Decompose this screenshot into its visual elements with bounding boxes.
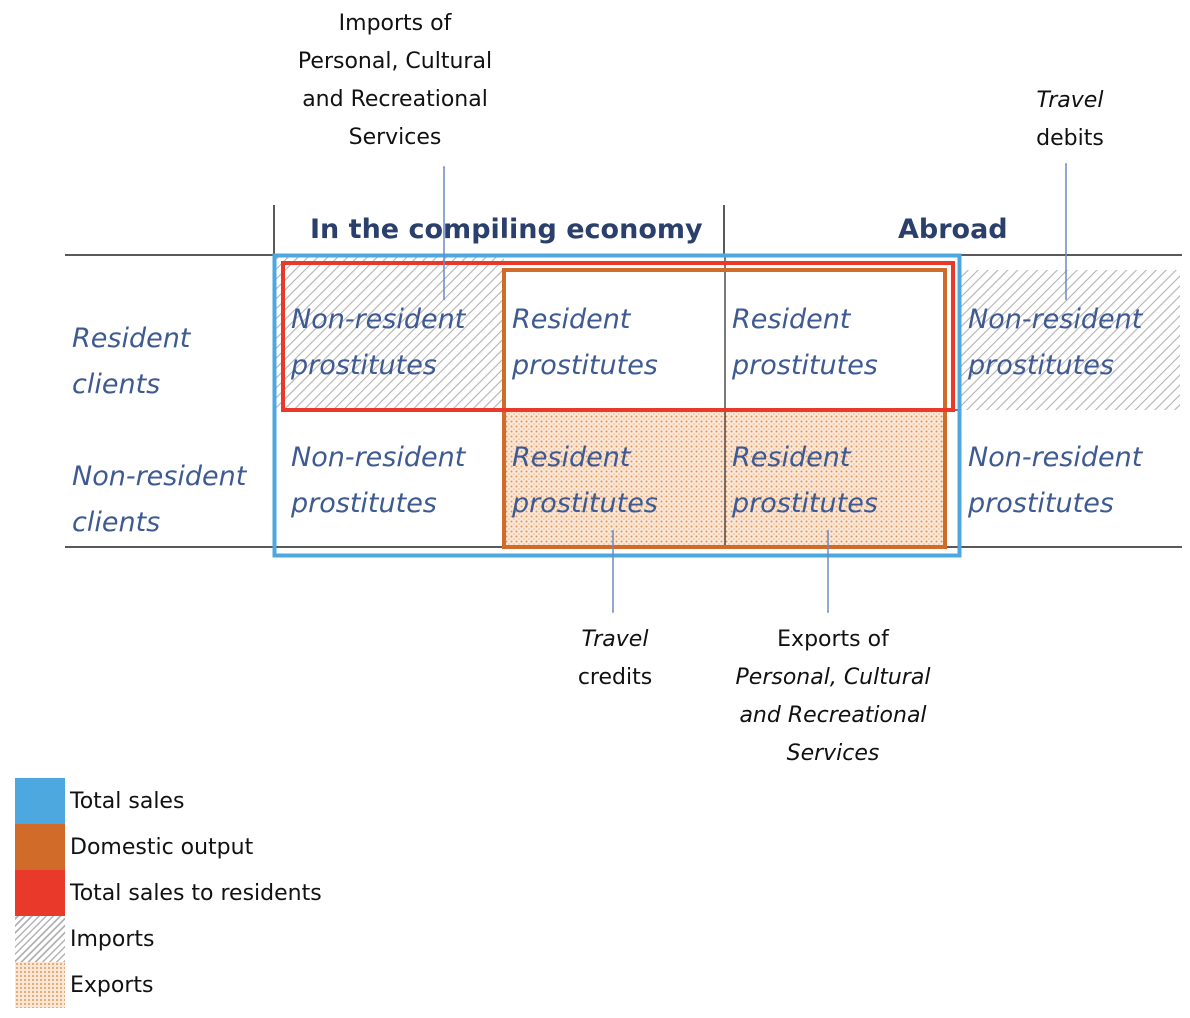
legend-swatch-exports	[15, 962, 65, 1008]
legend-label-imports: Imports	[70, 927, 155, 952]
cell-nonresident-clients-resident-domestic: Resident prostitutes	[512, 442, 658, 519]
legend-label-total-sales: Total sales	[70, 789, 185, 814]
cell-resident-clients-resident-domestic: Resident prostitutes	[512, 304, 658, 381]
legend-label-total-sales-residents: Total sales to residents	[70, 881, 322, 906]
cell-resident-clients-nonresident-domestic: Non-resident prostitutes	[291, 304, 466, 381]
row-label-nonresident-clients: Non-resident clients	[72, 461, 247, 538]
imports-fill-r1c1	[275, 256, 504, 410]
legend-swatch-imports	[15, 916, 65, 962]
exports-fill-r2c2	[504, 412, 725, 547]
cell-resident-clients-nonresident-abroad: Non-resident prostitutes	[968, 304, 1143, 381]
legend-label-domestic-output: Domestic output	[70, 835, 254, 860]
annotation-exports-pcr: Exports of Personal, Cultural and Recrea…	[735, 627, 931, 766]
cell-resident-clients-resident-abroad: Resident prostitutes	[732, 304, 878, 381]
legend-swatch-total-sales-residents	[15, 870, 65, 916]
column-header-compiling: In the compiling economy	[310, 214, 703, 245]
cell-nonresident-clients-resident-abroad: Resident prostitutes	[732, 442, 878, 519]
legend-label-exports: Exports	[70, 973, 154, 998]
imports-fill-r1c4	[960, 270, 1180, 410]
legend-swatch-total-sales	[15, 778, 65, 824]
annotation-travel-credits: Travel credits	[577, 627, 653, 690]
annotation-imports-pcr: Imports of Personal, Cultural and Recrea…	[297, 11, 493, 150]
exports-fill-r2c3	[725, 412, 947, 547]
legend-swatch-domestic-output	[15, 824, 65, 870]
annotation-travel-debits: Travel debits	[1036, 88, 1104, 151]
cell-nonresident-clients-nonresident-domestic: Non-resident prostitutes	[291, 442, 466, 519]
legend: Total sales Domestic output Total sales …	[15, 778, 375, 1010]
cell-nonresident-clients-nonresident-abroad: Non-resident prostitutes	[968, 442, 1143, 519]
column-header-abroad: Abroad	[898, 214, 1008, 245]
row-label-resident-clients: Resident clients	[72, 323, 191, 400]
total-sales-frame	[272, 253, 962, 558]
total-sales-residents-frame	[281, 261, 955, 412]
